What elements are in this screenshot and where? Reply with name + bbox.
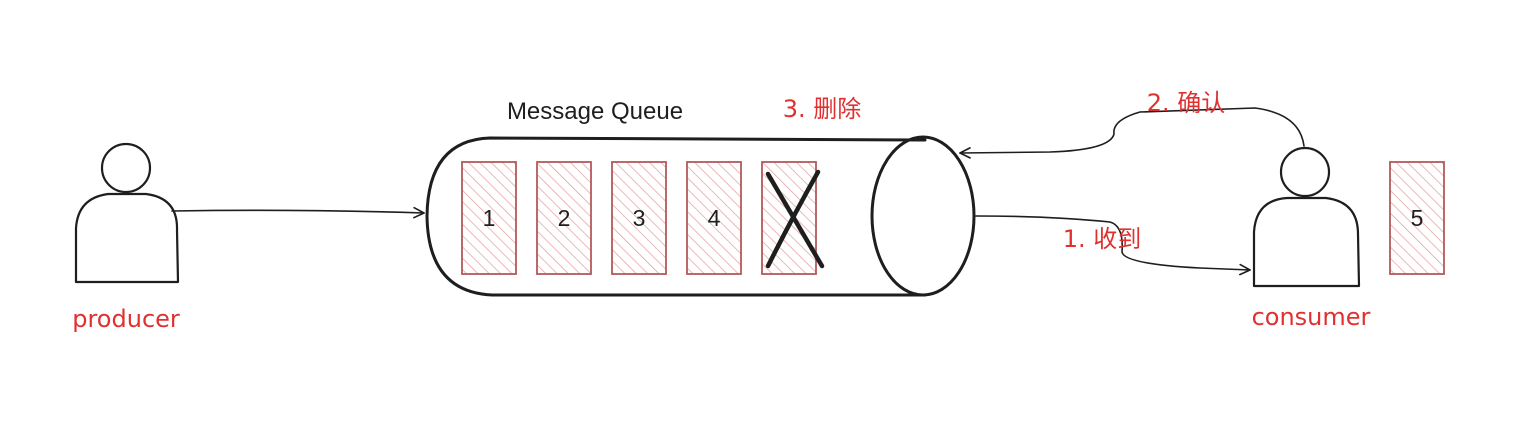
queue-cylinder — [425, 135, 976, 297]
consumed-message-number: 5 — [1411, 205, 1424, 231]
queue-message-box — [686, 161, 742, 275]
deleted-cross-icon — [765, 169, 825, 269]
queue-message-number: 2 — [558, 205, 571, 231]
queue-message-number: 3 — [633, 205, 646, 231]
deliver-arrow — [975, 215, 1251, 276]
queue-message-box — [536, 161, 592, 275]
queue-message: 2 — [536, 161, 592, 275]
queue-message-box — [461, 161, 517, 275]
delete-step-label: 3. 删除 — [783, 95, 862, 123]
queue-message: 3 — [611, 161, 667, 275]
queue-message: 4 — [686, 161, 742, 275]
ack-step-label: 2. 确认 — [1147, 89, 1226, 117]
queue-message-number: 1 — [483, 205, 496, 231]
receive-step-label: 1. 收到 — [1063, 225, 1142, 253]
queue-message-number: 4 — [708, 205, 721, 231]
message-list: 1 2 3 4 — [461, 161, 817, 275]
consumer-label: consumer — [1252, 303, 1371, 331]
queue-title: Message Queue — [507, 98, 683, 125]
publish-arrow — [171, 206, 425, 219]
producer-label: producer — [72, 305, 180, 333]
ack-arrow — [959, 107, 1305, 159]
producer-icon — [74, 142, 180, 284]
queue-message-box — [611, 161, 667, 275]
queue-message: 1 — [461, 161, 517, 275]
consumer-icon — [1252, 146, 1361, 288]
consumed-message: 5 — [1389, 161, 1445, 275]
